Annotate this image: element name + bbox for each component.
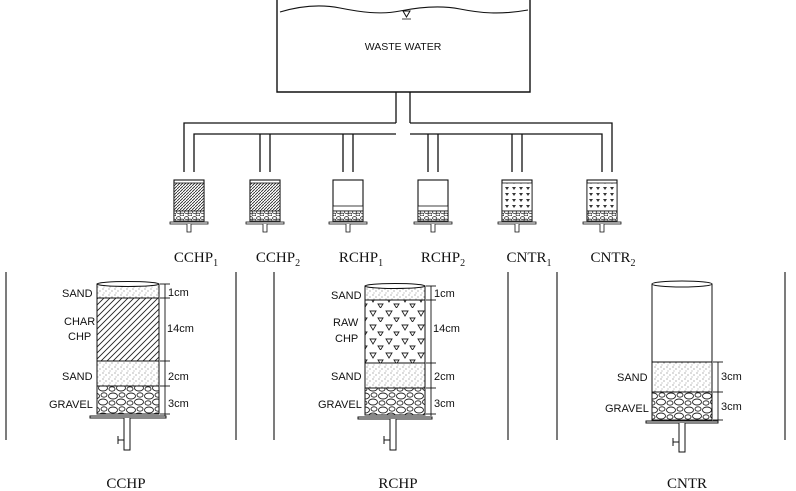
outlet-pipe [430,224,436,233]
gravel-layer [651,391,713,421]
detail-title: CCHP [106,476,145,491]
outlet-pipe [262,224,268,233]
label-media-1: RAW [333,317,359,329]
label-sand: SAND [617,372,648,384]
panel-separators [5,272,786,440]
base-plate [89,415,167,419]
base-plate [169,221,209,225]
media-layer [501,182,533,212]
tank-label: WASTE WATER [365,41,442,53]
base-plate [645,420,719,424]
gravel-layer [249,210,281,222]
label-media-2: CHP [68,331,91,343]
label-sand: SAND [331,371,362,383]
column-labels: CCHP1 CCHP2 RCHP1 RCHP2 CNTR1 CNTR2 [174,250,636,269]
column-label: CCHP2 [256,250,300,269]
filter-column-rchp2 [413,179,453,233]
filter-column-cntr1 [497,179,537,233]
filter-column-cchp1 [169,179,209,233]
dim-label: 3cm [434,398,455,410]
column-label: RCHP1 [339,250,383,269]
detail-rchp: SAND RAW CHP SAND GRAVEL 1cm 14cm 2cm 3c… [318,283,460,491]
base-plate [357,416,433,420]
filter-column-cchp2 [245,179,285,233]
sand-layer [96,360,160,387]
media-layer [417,205,449,212]
detail-cntr: SAND GRAVEL 3cm 3cm CNTR [605,280,742,491]
empty-column [651,283,713,363]
label-sand: SAND [62,371,93,383]
column-label: CNTR2 [590,250,635,269]
label-gravel: GRAVEL [318,399,362,411]
column-row [169,179,622,233]
base-plate [245,221,285,225]
dim-label: 1cm [168,287,189,299]
media-layer [173,182,205,212]
outlet-pipe [345,224,351,233]
media-layer [586,182,618,212]
gravel-layer [364,387,426,416]
waste-water-tank [276,0,531,93]
dim-label: 1cm [434,288,455,300]
label-gravel: GRAVEL [605,403,649,415]
gravel-layer [332,210,364,222]
gravel-layer [417,210,449,222]
label-media-1: CHAR [64,316,95,328]
dim-label: 3cm [721,401,742,413]
outlet-pipe [599,224,605,233]
distribution-pipes [183,92,613,172]
detail-title: CNTR [667,476,707,491]
label-gravel: GRAVEL [49,399,93,411]
column-label: CNTR1 [506,250,551,269]
label-media-2: CHP [335,333,358,345]
raw-chp-layer [364,299,426,364]
sand-layer [364,362,426,389]
label-sand-top: SAND [62,288,93,300]
base-plate [413,221,453,225]
outlet-pipe [514,224,520,233]
detail-cchp: SAND CHAR CHP SAND GRAVEL 1cm 14cm 2cm 3… [49,281,194,491]
media-layer [332,205,364,212]
base-plate [497,221,537,225]
base-plate [582,221,622,225]
outlet-pipe [389,419,397,451]
outlet-pipe [123,418,131,451]
column-label: RCHP2 [421,250,465,269]
gravel-layer [173,210,205,222]
dim-label: 2cm [434,371,455,383]
dim-label: 3cm [721,371,742,383]
outlet-pipe [186,224,192,233]
char-chp-layer [96,297,160,362]
sand-layer [651,361,713,393]
filter-column-rchp1 [328,179,368,233]
label-sand-top: SAND [331,290,362,302]
detail-title: RCHP [378,476,417,491]
media-layer [249,182,281,212]
gravel-layer [96,385,160,415]
filter-column-cntr2 [582,179,622,233]
dim-label: 14cm [167,323,194,335]
dim-label: 14cm [433,323,460,335]
gravel-layer [586,210,618,222]
gravel-layer [501,210,533,222]
dim-label: 3cm [168,398,189,410]
dim-label: 2cm [168,371,189,383]
column-label: CCHP1 [174,250,218,269]
base-plate [328,221,368,225]
outlet-pipe [678,423,686,453]
